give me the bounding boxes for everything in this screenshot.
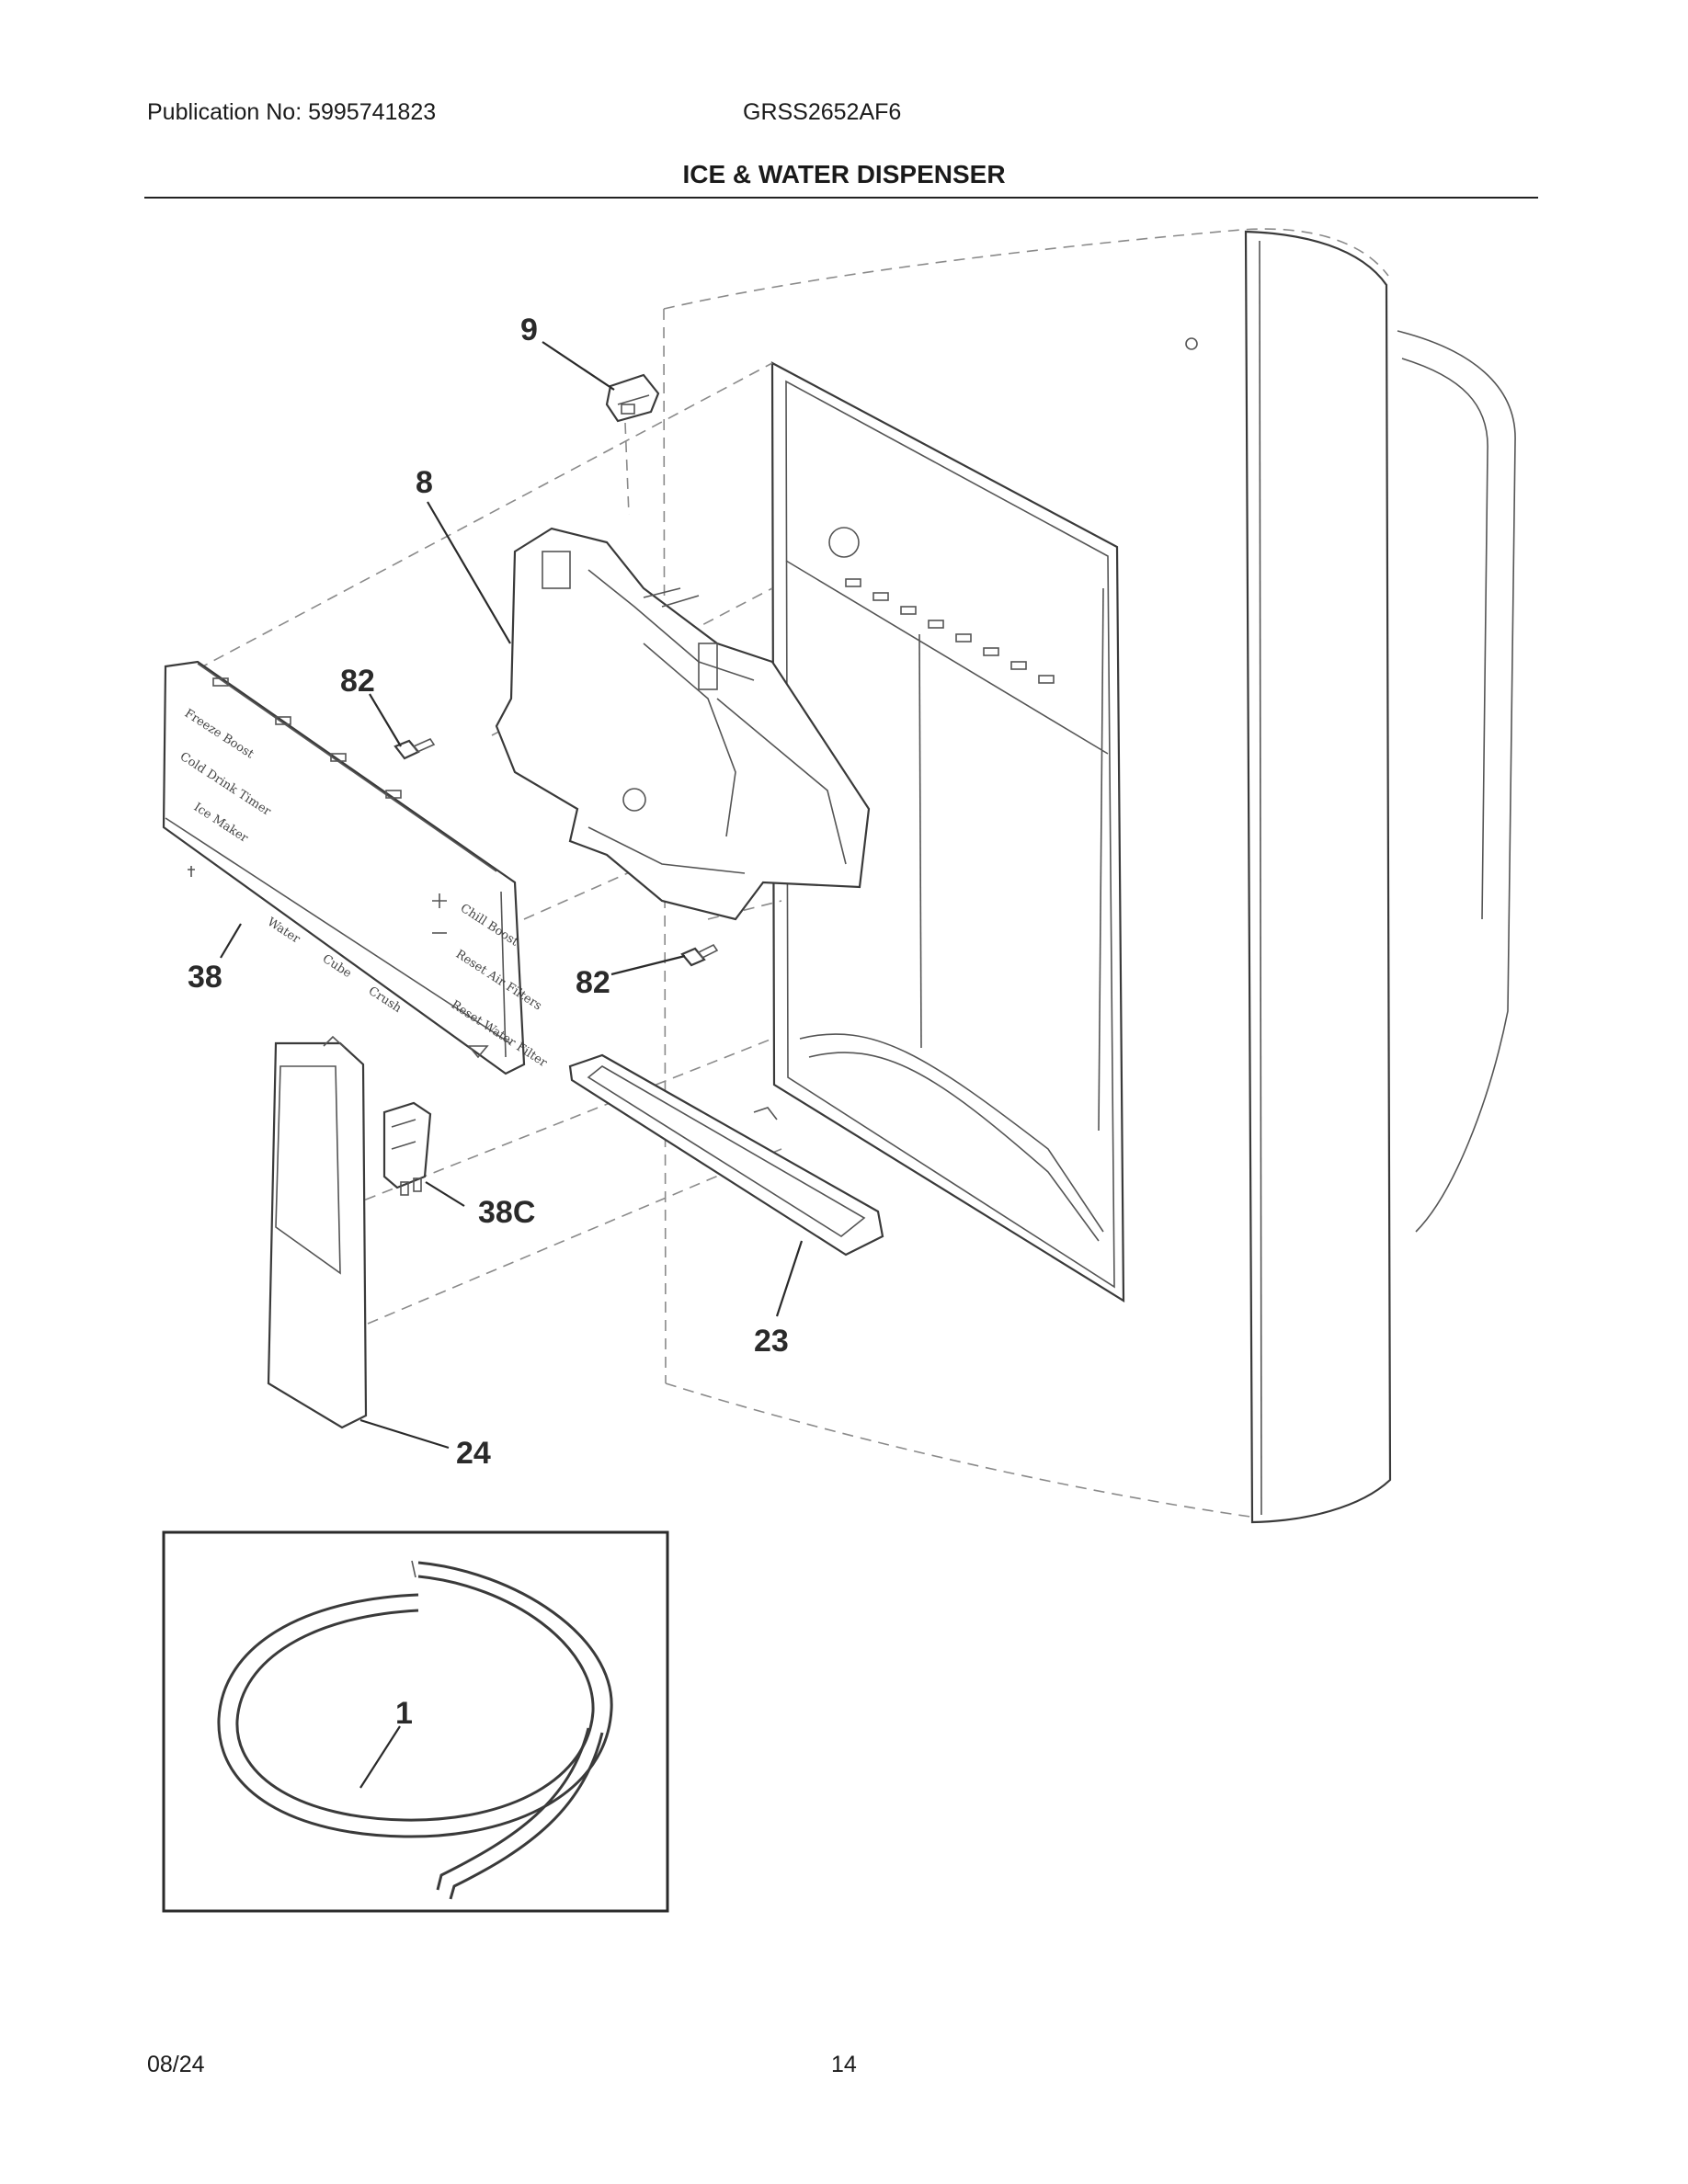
callout-9: 9 <box>520 313 538 347</box>
part-9-cap <box>605 373 660 423</box>
vent-slots <box>845 578 1055 684</box>
footer-page-number: 14 <box>831 2052 857 2077</box>
part-8-actuator-assembly <box>495 527 871 921</box>
footer-date: 08/24 <box>147 2052 205 2077</box>
part-23-drip-tray <box>568 1053 884 1257</box>
callout-38: 38 <box>188 960 222 995</box>
callout-labels: 9 8 82 38 82 38C 23 24 1 <box>188 313 789 1731</box>
drop-icon <box>467 1045 489 1059</box>
header-rule <box>144 197 1538 199</box>
dispenser-recess <box>770 361 1125 1302</box>
callout-24: 24 <box>456 1436 491 1471</box>
part-38c-switch <box>382 1101 432 1196</box>
page-title: ICE & WATER DISPENSER <box>682 160 1006 188</box>
part-38-control-panel: Freeze Boost Cold Drink Timer Ice Maker … <box>162 660 550 1075</box>
callout-8: 8 <box>416 465 433 500</box>
publication-number: Publication No: 5995741823 <box>147 99 437 125</box>
plus-icon <box>432 893 447 908</box>
inset-tubing-box <box>162 1530 669 1913</box>
lock-icon <box>188 866 195 877</box>
part-24-paddle <box>267 1035 368 1429</box>
callout-82-lower: 82 <box>576 965 610 1000</box>
leader-lines <box>220 341 804 1789</box>
callout-82-upper: 82 <box>340 664 375 699</box>
model-number: GRSS2652AF6 <box>743 99 902 125</box>
callout-38c: 38C <box>478 1195 535 1230</box>
callout-23: 23 <box>754 1324 789 1359</box>
callout-1: 1 <box>395 1696 413 1731</box>
part-82-screw-upper <box>393 737 436 760</box>
part-82-screw-lower <box>680 943 719 967</box>
